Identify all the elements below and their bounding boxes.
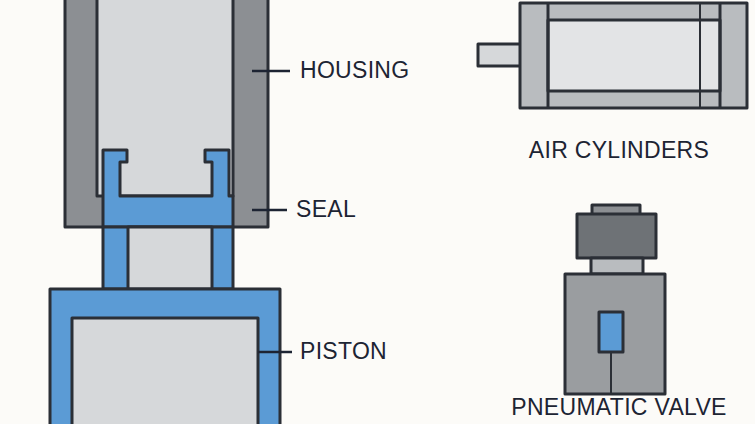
air-cylinder-symbol — [478, 3, 747, 108]
component-caption: PNEUMATIC VALVE — [511, 395, 726, 420]
pneumatic-valve-symbol — [565, 205, 665, 394]
part-label: HOUSING — [300, 58, 409, 83]
seal-sleeve — [103, 227, 233, 289]
component-caption: AIR CYLINDERS — [529, 138, 709, 163]
housing-section — [65, 0, 268, 227]
leader-lines — [252, 71, 292, 352]
piston-body — [50, 289, 280, 424]
part-label: SEAL — [296, 197, 356, 222]
part-label: PISTON — [300, 339, 387, 364]
seal-shape — [103, 150, 233, 227]
